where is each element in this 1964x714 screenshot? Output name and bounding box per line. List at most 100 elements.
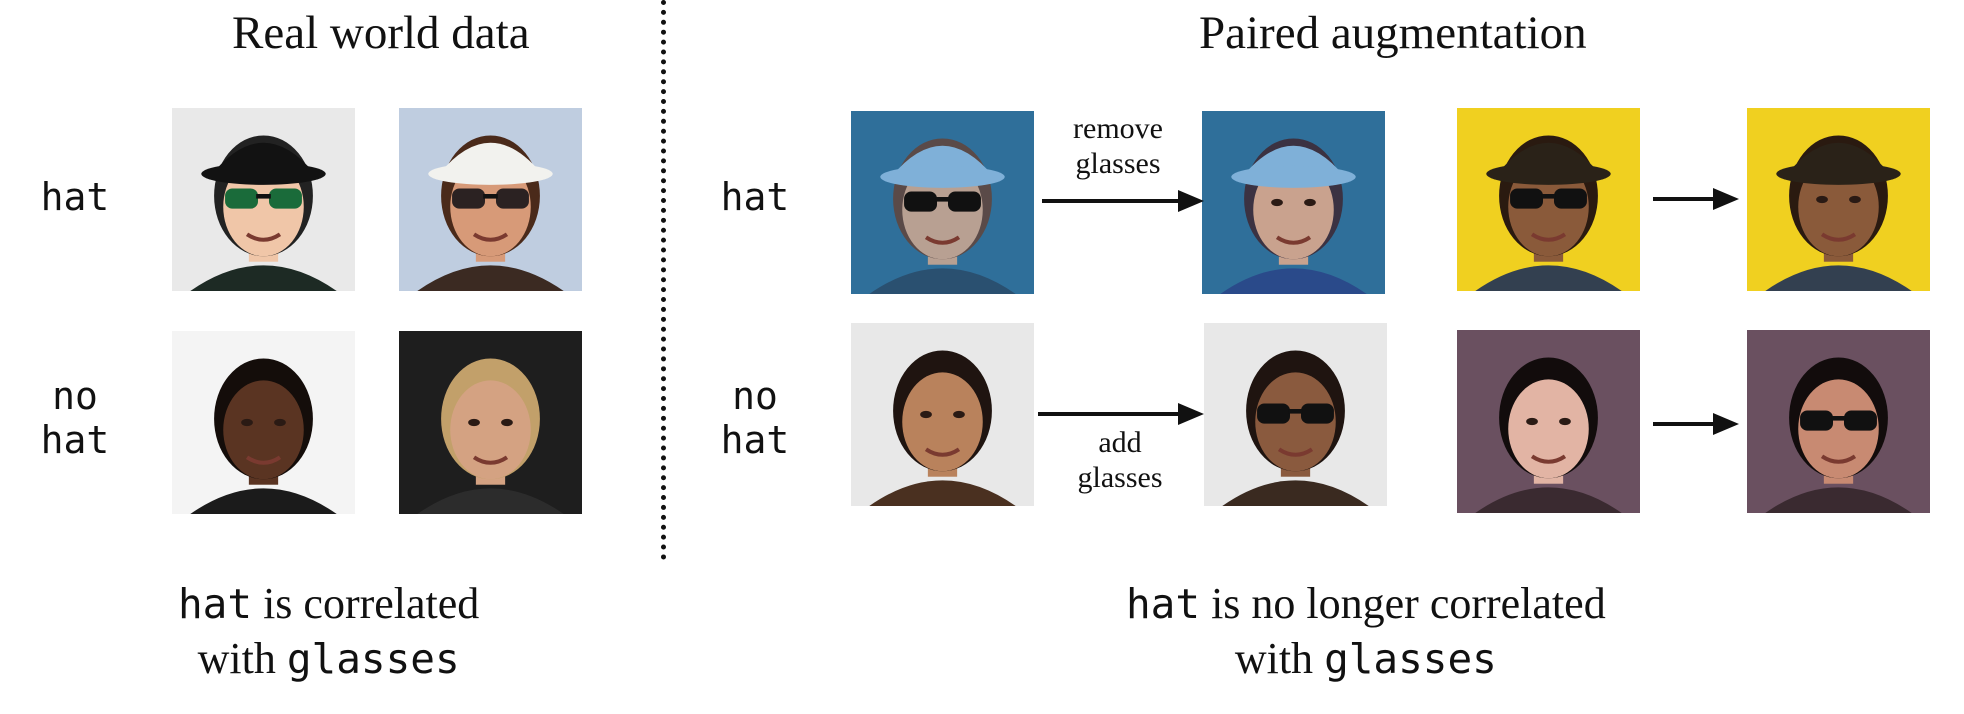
mouth	[924, 447, 961, 457]
arrow-hat-pair-2	[1653, 188, 1739, 210]
right-eye	[1559, 417, 1571, 426]
left-panel-title: Real world data	[232, 7, 530, 59]
right-eye	[1849, 195, 1861, 204]
mouth	[1277, 447, 1314, 457]
shoulders	[869, 268, 1016, 294]
shoulders	[1475, 487, 1622, 513]
hat-brim	[880, 165, 1005, 188]
arrow-label-remove-glasses: remove glasses	[1073, 112, 1163, 180]
right-eye	[274, 418, 286, 427]
arrow-label-add-glasses: add glasses	[1077, 426, 1163, 494]
mouth	[1275, 235, 1312, 245]
caption-term-hat: hat	[178, 580, 253, 628]
face-illustration	[1202, 111, 1385, 294]
face-illustration	[851, 323, 1034, 506]
left-eye	[920, 410, 932, 419]
right-row-label-no-hat: no hat	[720, 374, 790, 462]
left-eye	[468, 418, 480, 427]
face-skin	[1798, 379, 1879, 479]
glasses-right-lens	[495, 188, 529, 209]
arrow-add-glasses	[1038, 403, 1204, 425]
shoulders	[1475, 265, 1622, 291]
glasses-right-lens	[268, 188, 302, 209]
right-row-label-hat: hat	[720, 175, 790, 219]
caption-text: with	[1234, 634, 1325, 683]
face-illustration	[1747, 108, 1930, 291]
face-illustration	[851, 111, 1034, 294]
hat-brim	[201, 162, 326, 185]
mouth	[472, 232, 509, 242]
arrow-remove-glasses	[1042, 190, 1204, 212]
mouth	[1820, 454, 1857, 464]
panel-divider	[661, 0, 666, 560]
glasses-right-lens	[1300, 403, 1334, 424]
face-photo-hat-glasses-source-2	[1457, 108, 1640, 291]
glasses-bridge	[1541, 194, 1556, 199]
left-caption: hat is correlated with glasses	[178, 576, 479, 686]
caption-text: with	[197, 634, 287, 683]
caption-text: is correlated	[252, 579, 480, 628]
mouth	[472, 455, 509, 465]
glasses-bridge	[1831, 416, 1846, 421]
right-caption-line-1: hat is no longer correlated	[1126, 576, 1606, 631]
glasses-left-lens	[225, 188, 259, 209]
caption-text: is no longer correlated	[1200, 579, 1606, 628]
mouth	[1820, 232, 1857, 242]
hat-brim	[1486, 162, 1611, 185]
glasses-bridge	[1288, 409, 1303, 414]
mouth	[245, 455, 282, 465]
left-eye	[1816, 195, 1828, 204]
face-skin	[902, 372, 983, 472]
face-photo-hat-glasses-1	[172, 108, 355, 291]
left-caption-line-2: with glasses	[178, 631, 479, 686]
left-eye	[1271, 198, 1283, 207]
shoulders	[1222, 480, 1369, 506]
shoulders	[190, 488, 337, 514]
face-photo-hat-glasses-2	[399, 108, 582, 291]
mouth	[924, 235, 961, 245]
glasses-bridge	[935, 197, 950, 202]
mouth	[245, 232, 282, 242]
left-caption-line-1: hat is correlated	[178, 576, 479, 631]
glasses-right-lens	[1553, 188, 1587, 209]
caption-term-glasses: glasses	[1324, 635, 1497, 683]
right-eye	[953, 410, 965, 419]
face-skin	[1508, 379, 1589, 479]
face-illustration	[172, 108, 355, 291]
shoulders	[417, 488, 564, 514]
face-photo-hat-glasses-source	[851, 111, 1034, 294]
shoulders	[417, 265, 564, 291]
caption-term-glasses: glasses	[286, 635, 460, 683]
glasses-left-lens	[1510, 188, 1544, 209]
face-photo-no-hat-glasses-added-2	[1747, 330, 1930, 513]
glasses-left-lens	[452, 188, 486, 209]
face-illustration	[399, 108, 582, 291]
hat-brim	[1776, 162, 1901, 185]
face-photo-hat-glasses-removed	[1202, 111, 1385, 294]
face-photo-no-hat-2	[399, 331, 582, 514]
glasses-left-lens	[1257, 403, 1291, 424]
right-caption: hat is no longer correlated with glasses	[1126, 576, 1606, 686]
face-illustration	[1747, 330, 1930, 513]
glasses-bridge	[256, 194, 271, 199]
face-photo-no-hat-source-2	[1457, 330, 1640, 513]
caption-term-hat: hat	[1126, 580, 1201, 628]
face-photo-hat-glasses-removed-2	[1747, 108, 1930, 291]
left-eye	[241, 418, 253, 427]
face-illustration	[1204, 323, 1387, 506]
face-photo-no-hat-source	[851, 323, 1034, 506]
glasses-right-lens	[1843, 410, 1877, 431]
face-skin	[450, 380, 531, 480]
face-skin	[223, 380, 304, 480]
right-eye	[501, 418, 513, 427]
face-illustration	[172, 331, 355, 514]
face-photo-no-hat-1	[172, 331, 355, 514]
face-illustration	[1457, 330, 1640, 513]
right-panel-title: Paired augmentation	[1199, 7, 1587, 59]
right-eye	[1304, 198, 1316, 207]
face-illustration	[1457, 108, 1640, 291]
left-row-label-hat: hat	[40, 175, 110, 219]
hat-brim	[1231, 165, 1356, 188]
face-photo-no-hat-glasses-added	[1204, 323, 1387, 506]
